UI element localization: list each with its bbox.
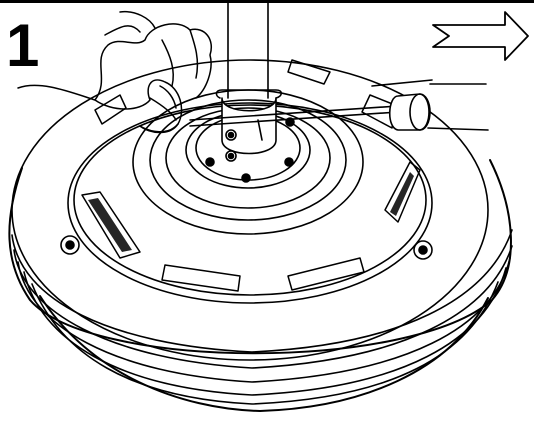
screwdriver-icon — [189, 79, 489, 131]
vent-slot — [287, 257, 365, 291]
step-number: 1 — [6, 12, 40, 79]
base-inner-ring — [67, 102, 433, 304]
vent-slot — [361, 94, 396, 129]
screw-icon — [205, 157, 215, 167]
down-rod — [215, 0, 283, 162]
hand-icon — [17, 10, 212, 134]
screw-icon — [60, 235, 80, 255]
fan-base-plate — [8, 59, 513, 412]
right-arrow-icon — [432, 11, 529, 61]
vent-slots — [81, 59, 421, 292]
screw-icon — [413, 240, 433, 260]
vent-slot — [384, 161, 421, 223]
vent-slot — [287, 59, 331, 85]
vent-slot — [81, 191, 141, 259]
base-top-rim — [11, 59, 489, 361]
hub-bolts — [205, 117, 295, 183]
screw-icon — [241, 173, 251, 183]
vent-slot — [94, 94, 127, 125]
screw-icon — [284, 157, 294, 167]
vent-slot — [161, 264, 241, 292]
